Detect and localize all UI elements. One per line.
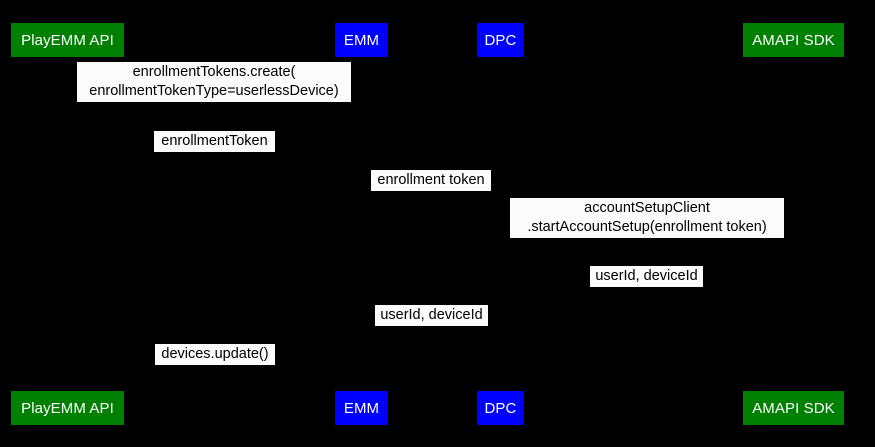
participant-label: PlayEMM API [21, 31, 114, 49]
lifeline-playemm-api [67, 58, 68, 390]
message-arrowhead-4 [785, 235, 793, 243]
lifeline-dpc [500, 58, 501, 390]
message-arrow-3 [361, 191, 500, 192]
participant-playemm-api-top[interactable]: PlayEMM API [10, 22, 125, 58]
message-arrowhead-3 [492, 187, 500, 195]
message-arrow-7 [67, 365, 361, 366]
message-label-5: userId, deviceId [590, 266, 703, 287]
message-arrow-1 [67, 104, 361, 105]
message-arrowhead-5 [500, 283, 508, 291]
participant-label: DPC [484, 31, 517, 49]
participant-label: EMM [343, 31, 380, 49]
message-arrowhead-2 [353, 148, 361, 156]
message-label-3: enrollment token [371, 170, 491, 191]
participant-dpc-bottom[interactable]: DPC [476, 390, 525, 426]
message-label-4: accountSetupClient .startAccountSetup(en… [510, 198, 784, 238]
participant-emm-top[interactable]: EMM [334, 22, 389, 58]
participant-label: AMAPI SDK [752, 31, 835, 49]
participant-amapi-sdk-bottom[interactable]: AMAPI SDK [742, 390, 845, 426]
message-arrow-5 [500, 287, 793, 288]
message-arrowhead-7 [67, 361, 75, 369]
message-arrow-2 [67, 152, 361, 153]
message-label-7: devices.update() [155, 344, 275, 365]
message-arrowhead-1 [67, 100, 75, 108]
participant-label: PlayEMM API [21, 399, 114, 417]
message-label-1: enrollmentTokens.create( enrollmentToken… [77, 62, 351, 102]
participant-emm-bottom[interactable]: EMM [334, 390, 389, 426]
participant-label: DPC [484, 399, 517, 417]
message-label-2: enrollmentToken [154, 131, 275, 152]
message-arrow-6 [361, 326, 500, 327]
lifeline-emm [361, 58, 362, 390]
participant-dpc-top[interactable]: DPC [476, 22, 525, 58]
participant-playemm-api-bottom[interactable]: PlayEMM API [10, 390, 125, 426]
participant-amapi-sdk-top[interactable]: AMAPI SDK [742, 22, 845, 58]
message-label-6: userId, deviceId [375, 305, 488, 326]
message-arrowhead-6 [361, 322, 369, 330]
participant-label: AMAPI SDK [752, 399, 835, 417]
message-arrow-4 [500, 239, 793, 240]
lifeline-amapi-sdk [793, 58, 794, 390]
participant-label: EMM [343, 399, 380, 417]
